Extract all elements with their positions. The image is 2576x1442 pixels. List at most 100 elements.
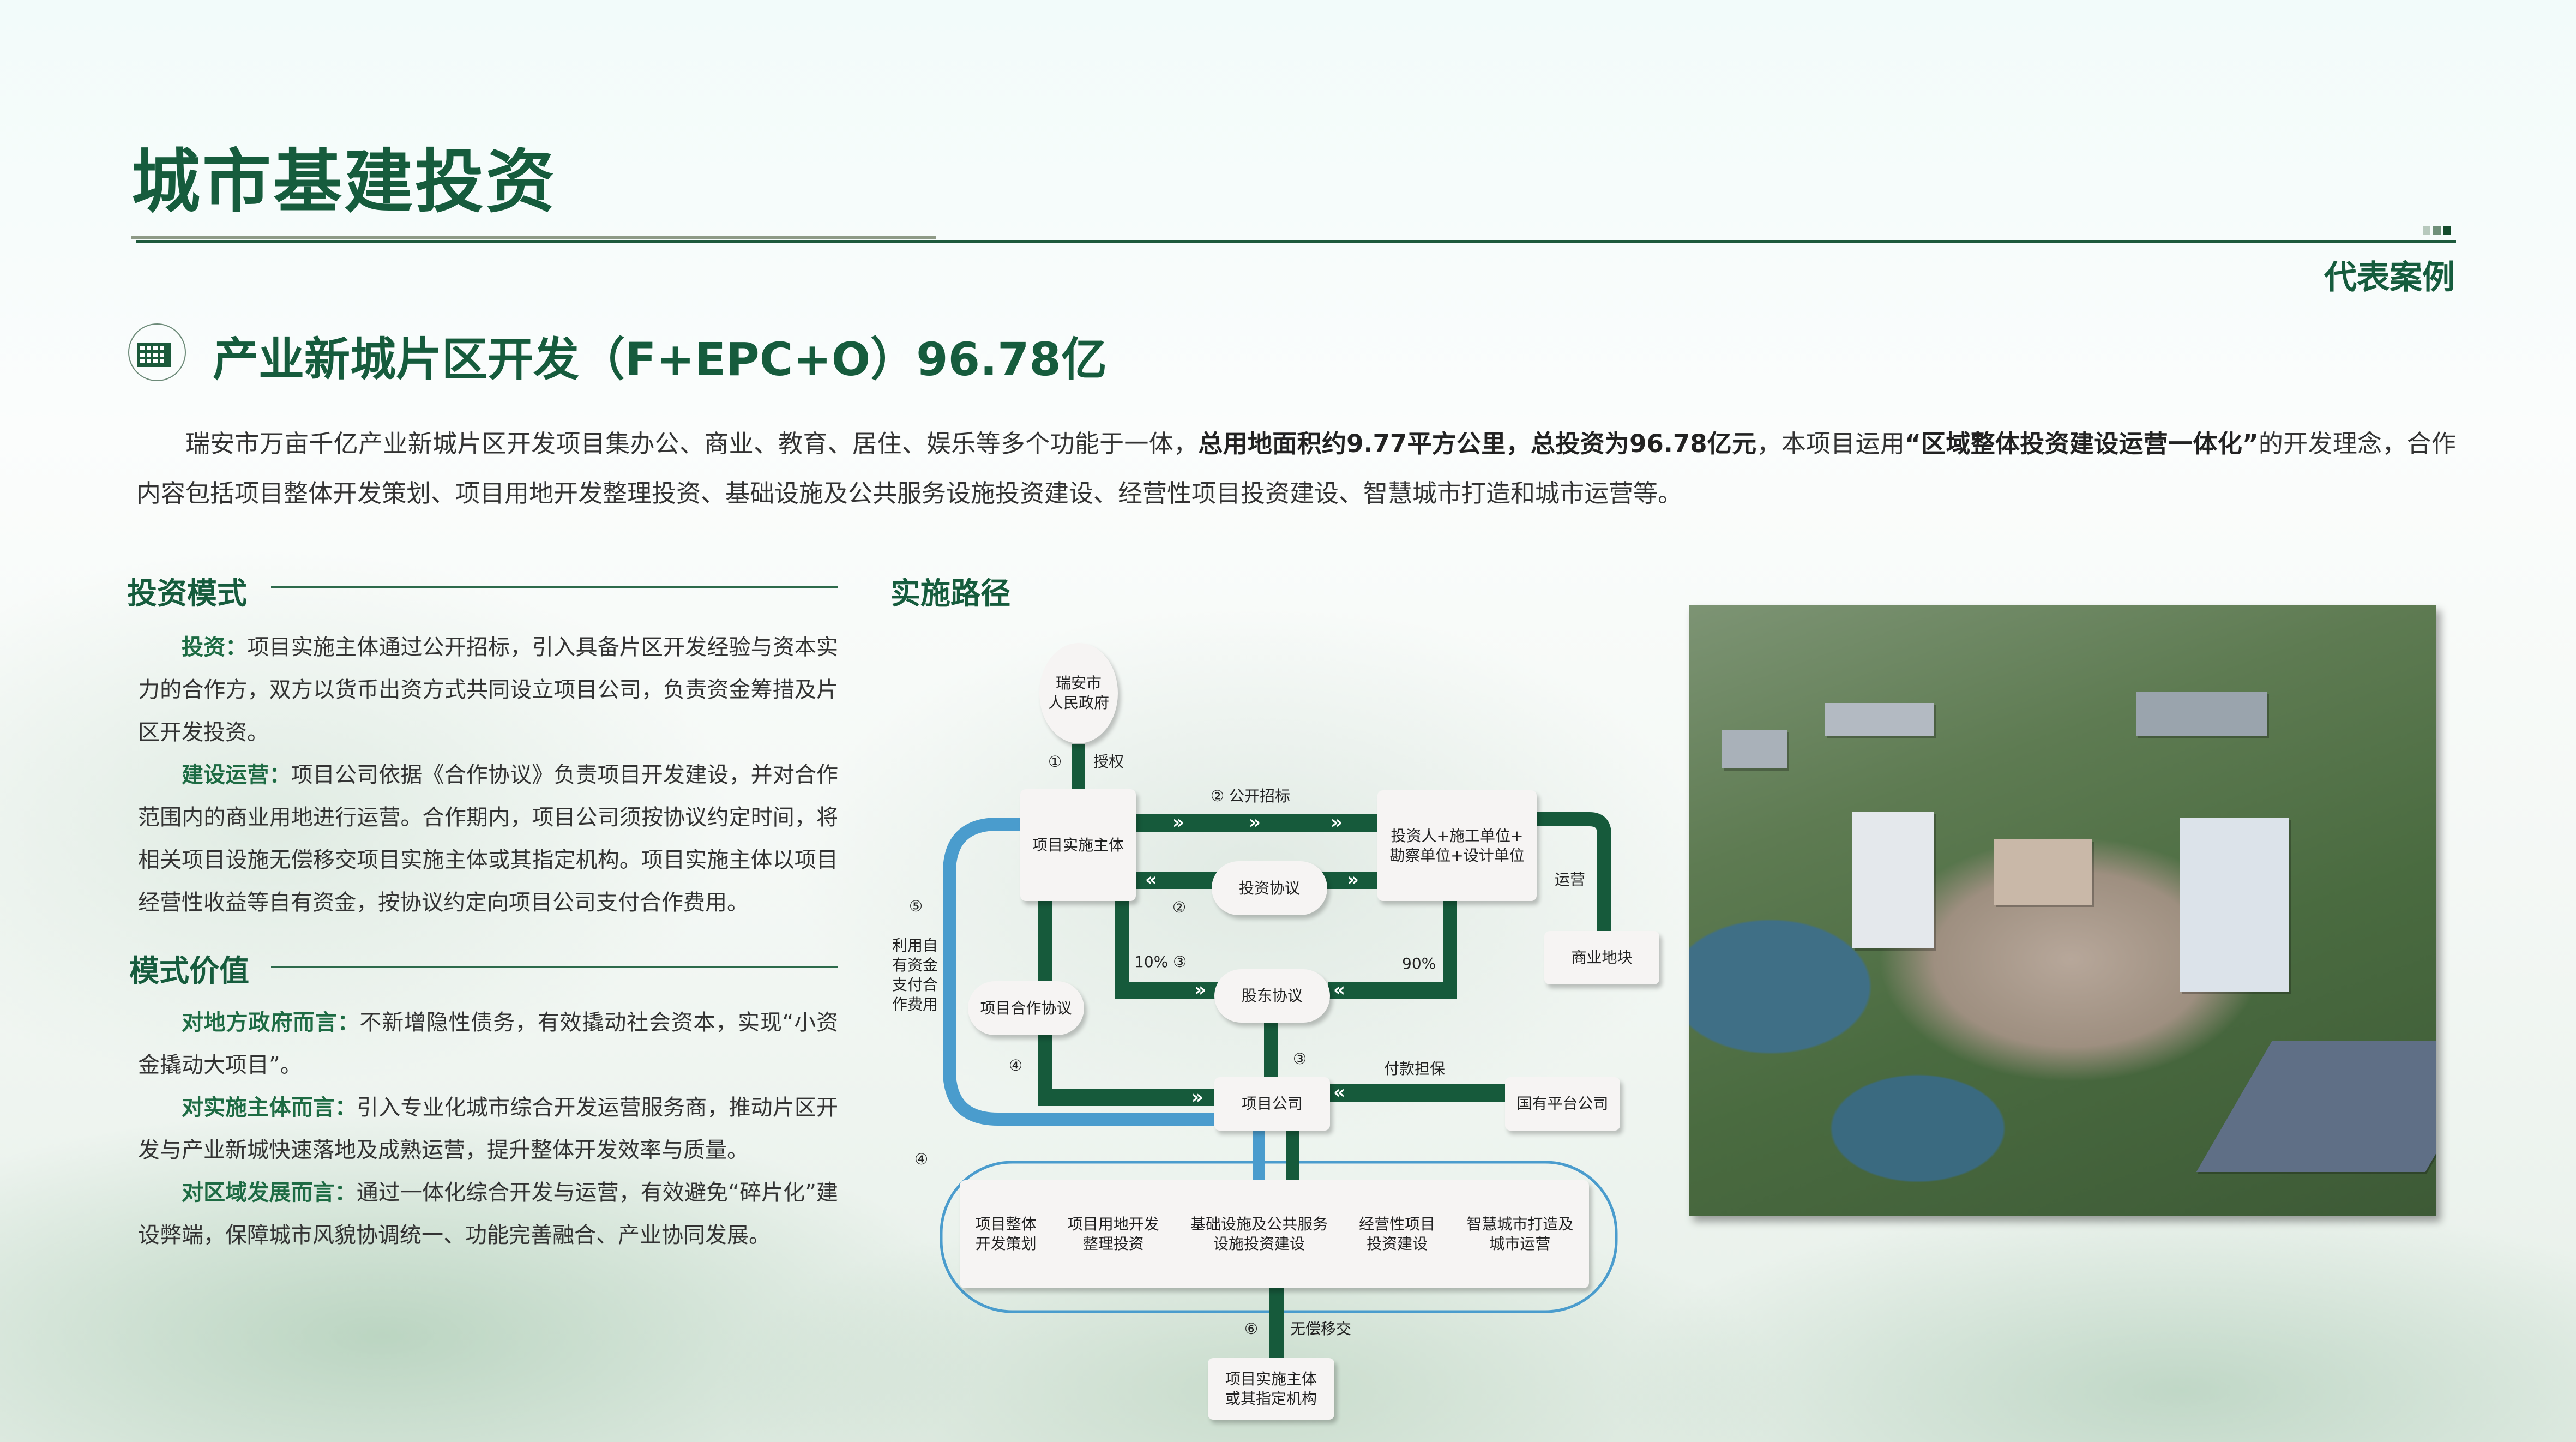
- authorize-arrow: [1072, 744, 1085, 790]
- intro-text: 瑞安市万亩千亿产业新城片区开发项目集办公、商业、教育、居住、娱乐等多个功能于一体…: [185, 429, 1199, 458]
- node-government: 瑞安市人民政府: [1039, 643, 1118, 743]
- chevron-right-icon: »: [1249, 812, 1261, 833]
- coop-company-arrow: [1038, 1089, 1215, 1106]
- item-text: 通过一体化综合开发与运营，有效避免“碎片化”建设弊端，保障城市风貌协调统一、功能…: [138, 1180, 838, 1248]
- scope-text: 投资建设: [1367, 1235, 1428, 1253]
- scope-text: 智慧城市打造及: [1466, 1215, 1574, 1233]
- step-5-label: ⑤: [909, 897, 923, 915]
- guarantee-label: 付款担保: [1384, 1060, 1446, 1078]
- chevron-right-icon: »: [1331, 812, 1343, 833]
- intro-text: 的开发理念，合作内容包括项目整体开发策划、项目用地开发整理投资、基础设施及公共服…: [136, 429, 2456, 508]
- item-text: 不新增隐性债务，有效撬动社会资本，实现“小资金撬动大项目”。: [138, 1010, 838, 1078]
- node-investment-agreement: 投资协议: [1212, 861, 1327, 915]
- item-text: 引入专业化城市综合开发运营服务商，推动片区开发与产业新城快速落地及成熟运营，提升…: [138, 1095, 839, 1163]
- establish-arrow: [1264, 1023, 1278, 1077]
- guarantee-arrow: [1328, 1084, 1508, 1102]
- mode-item: 投资：项目实施主体通过公开招标，引入具备片区开发经验与资本实力的合作方，双方以货…: [138, 626, 838, 754]
- investment-mode-text: 投资：项目实施主体通过公开招标，引入具备片区开发经验与资本实力的合作方，双方以货…: [138, 626, 838, 924]
- accent-square: [2443, 226, 2451, 235]
- self-fund-payment-line: [943, 818, 1214, 1126]
- node-text: 或其指定机构: [1225, 1389, 1317, 1408]
- accent-square: [2433, 226, 2441, 235]
- transfer-arrow: [1269, 1288, 1284, 1359]
- investment-mode-heading: 投资模式: [127, 576, 248, 611]
- node-project-company: 项目公司: [1214, 1077, 1330, 1131]
- intro-paragraph: 瑞安市万亩千亿产业新城片区开发项目集办公、商业、教育、居住、娱乐等多个功能于一体…: [136, 419, 2456, 518]
- operate-label: 运营: [1555, 870, 1586, 888]
- step-4-label: ④: [914, 1150, 929, 1168]
- share-10-label: 10% ③: [1134, 953, 1187, 971]
- chevron-right-icon: »: [1194, 979, 1206, 1001]
- node-shareholder-agreement: 股东协议: [1214, 969, 1330, 1023]
- node-text: 勘察单位+设计单位: [1389, 846, 1525, 864]
- value-item: 对区域发展而言：通过一体化综合开发与运营，有效避免“碎片化”建设弊端，保障城市风…: [138, 1171, 838, 1257]
- scope-item: 智慧城市打造及城市运营: [1466, 1215, 1573, 1254]
- heading-rule: [271, 966, 838, 968]
- mode-item: 建设运营：项目公司依据《合作协议》负责项目开发建设，并对合作范围内的商业用地进行…: [138, 754, 838, 924]
- scope-box: 项目整体开发策划 项目用地开发整理投资 基础设施及公共服务设施投资建设 经营性项…: [960, 1180, 1589, 1288]
- node-implementing-entity: 项目实施主体: [1020, 789, 1136, 901]
- authorize-label: 授权: [1093, 753, 1124, 771]
- chevron-left-icon: «: [1145, 869, 1157, 891]
- self-fund-line: 有资金: [892, 956, 938, 974]
- step-6-label: ⑥: [1244, 1320, 1259, 1338]
- case-label: 代表案例: [2324, 259, 2455, 297]
- self-fund-line: 利用自: [892, 936, 938, 954]
- scope-text: 设施投资建设: [1213, 1235, 1305, 1253]
- scope-text: 整理投资: [1082, 1235, 1144, 1253]
- scope-item: 项目用地开发整理投资: [1068, 1215, 1159, 1254]
- share-10-arrow: [1115, 982, 1219, 999]
- mode-value-text: 对地方政府而言：不新增隐性债务，有效撬动社会资本，实现“小资金撬动大项目”。 对…: [138, 1001, 838, 1257]
- node-text: 项目实施主体: [1225, 1369, 1317, 1388]
- accent-square: [2423, 226, 2430, 235]
- step-3-label: ③: [1293, 1050, 1307, 1068]
- coop-agreement-arrow: [1038, 901, 1052, 983]
- item-label: 对地方政府而言：: [182, 1010, 360, 1035]
- node-state-platform: 国有平台公司: [1505, 1077, 1620, 1131]
- scope-text: 经营性项目: [1359, 1215, 1436, 1233]
- scope-text: 城市运营: [1489, 1235, 1551, 1253]
- scope-text: 开发策划: [975, 1235, 1037, 1253]
- share-90-label: 90%: [1402, 954, 1436, 972]
- value-item: 对地方政府而言：不新增隐性债务，有效撬动社会资本，实现“小资金撬动大项目”。: [138, 1001, 838, 1086]
- mode-value-heading: 模式价值: [129, 953, 250, 988]
- header-divider: [136, 240, 2456, 243]
- project-aerial-photo: [1689, 605, 2436, 1216]
- chevron-right-icon: »: [1172, 812, 1184, 833]
- node-investor: 投资人+施工单位+勘察单位+设计单位: [1377, 790, 1537, 901]
- step-4-label: ④: [1009, 1056, 1023, 1074]
- node-text: 人民政府: [1048, 694, 1109, 712]
- scope-up-arrow: [1253, 1131, 1265, 1180]
- self-fund-line: 支付合: [892, 976, 938, 994]
- step-1-label: ①: [1048, 753, 1062, 771]
- scope-text: 项目用地开发: [1067, 1215, 1159, 1233]
- chevron-left-icon: «: [1333, 979, 1345, 1001]
- item-label: 对区域发展而言：: [182, 1180, 357, 1205]
- node-text: 投资人+施工单位+: [1391, 826, 1524, 845]
- self-fund-label: 利用自 有资金 支付合 作费用: [892, 936, 938, 1014]
- intro-text: ，本项目运用: [1756, 429, 1905, 458]
- implementation-path-heading: 实施路径: [890, 576, 1011, 611]
- section-heading: 产业新城片区开发（F+EPC+O）96.78亿: [213, 333, 1107, 386]
- page-title: 城市基建投资: [131, 142, 557, 222]
- chevron-left-icon: «: [1333, 1082, 1345, 1103]
- value-item: 对实施主体而言：引入专业化城市综合开发运营服务商，推动片区开发与产业新城快速落地…: [138, 1086, 838, 1171]
- node-cooperation-agreement: 项目合作协议: [968, 981, 1084, 1035]
- title-underline: [131, 236, 936, 239]
- tender-arrow: [1136, 814, 1377, 832]
- tender-label: ② 公开招标: [1211, 787, 1291, 805]
- chevron-right-icon: »: [1347, 869, 1359, 891]
- intro-highlight: “区域整体投资建设运营一体化”: [1905, 429, 2259, 458]
- item-label: 投资：: [182, 635, 248, 660]
- item-label: 对实施主体而言：: [182, 1095, 357, 1120]
- transfer-label: 无偿移交: [1290, 1320, 1352, 1338]
- node-text: 瑞安市: [1055, 674, 1102, 692]
- step-2-label: ②: [1172, 898, 1187, 916]
- share-90-arrow: [1328, 982, 1457, 999]
- node-final-recipient: 项目实施主体或其指定机构: [1208, 1358, 1334, 1420]
- chevron-right-icon: »: [1191, 1086, 1203, 1108]
- scope-text: 项目整体: [975, 1215, 1037, 1233]
- node-commercial-land: 商业地块: [1544, 931, 1659, 984]
- scope-text: 基础设施及公共服务: [1190, 1215, 1328, 1233]
